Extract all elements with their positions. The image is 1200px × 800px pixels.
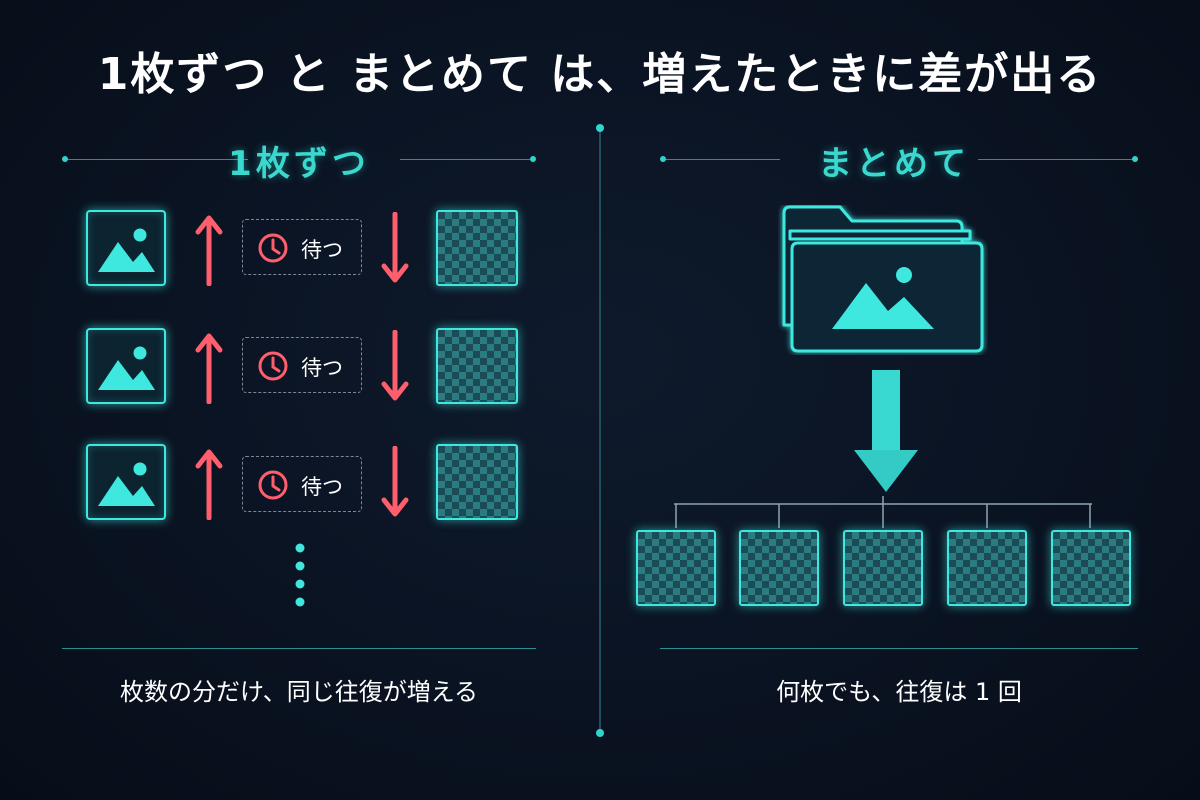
right-footer-line	[660, 648, 1138, 649]
arrow-down-icon	[381, 446, 409, 517]
heading-line	[68, 159, 248, 160]
arrow-up-icon	[195, 449, 223, 520]
heading-dot	[660, 156, 666, 162]
wait-label: 待つ	[301, 475, 343, 499]
left-heading-label: 1枚ずつ	[228, 144, 370, 184]
arrow-down-icon	[381, 212, 409, 283]
image-icon	[86, 328, 166, 404]
arrow-down-icon	[381, 330, 409, 401]
arrow-up-icon	[195, 333, 223, 404]
wait-label: 待つ	[301, 356, 343, 380]
pixelated-image	[436, 210, 518, 286]
pixelated-image	[739, 530, 819, 606]
pixelated-image	[436, 444, 518, 520]
distribution-lines	[674, 496, 1092, 528]
wait-box: 待つ	[242, 456, 362, 512]
wait-box: 待つ	[242, 337, 362, 393]
left-heading: 1枚ずつ	[62, 136, 536, 184]
arrow-down-icon	[854, 370, 918, 492]
folder-icon	[782, 205, 984, 353]
right-caption: 何枚でも、往復は 1 回	[776, 678, 1022, 706]
heading-line	[400, 159, 530, 160]
pixelated-image	[1051, 530, 1131, 606]
clock-icon	[258, 470, 288, 500]
pixelated-image	[947, 530, 1027, 606]
left-footer-line	[62, 648, 536, 649]
arrow-up-icon	[195, 215, 223, 286]
wait-label: 待つ	[301, 238, 343, 262]
image-icon	[86, 210, 166, 286]
pixelated-image	[636, 530, 716, 606]
heading-dot	[1132, 156, 1138, 162]
heading-dot	[62, 156, 68, 162]
heading-line	[666, 159, 780, 160]
page-title: 1枚ずつ と まとめて は、増えたときに差が出る	[97, 49, 1103, 100]
center-divider	[596, 124, 604, 737]
more-dots-icon	[295, 543, 305, 607]
image-icon	[86, 444, 166, 520]
clock-icon	[258, 233, 288, 263]
wait-box: 待つ	[242, 219, 362, 275]
pixelated-image	[436, 328, 518, 404]
heading-dot	[530, 156, 536, 162]
right-heading-label: まとめて	[818, 144, 970, 184]
pixelated-image	[843, 530, 923, 606]
left-caption: 枚数の分だけ、同じ往復が増える	[119, 678, 479, 706]
clock-icon	[258, 351, 288, 381]
heading-line	[978, 159, 1132, 160]
right-heading: まとめて	[660, 136, 1138, 184]
